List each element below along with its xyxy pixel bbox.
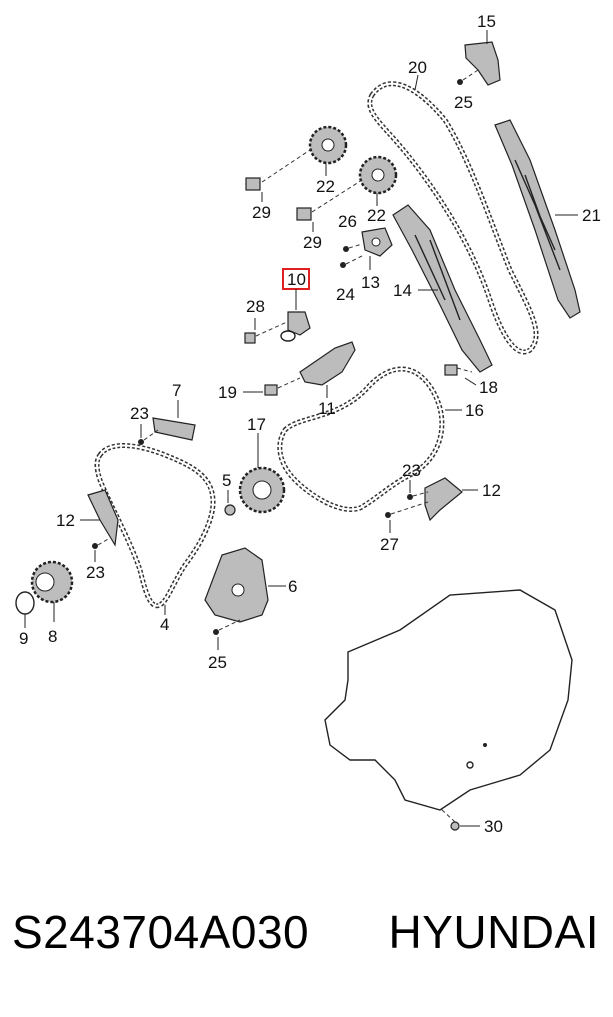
part-14-tensioner-arm — [392, 204, 493, 373]
callout-29-a: 29 — [252, 203, 271, 222]
part-8-crankshaft-sprocket — [30, 560, 74, 622]
callout-21: 21 — [582, 206, 601, 225]
callout-18: 18 — [479, 378, 498, 397]
part-24-bolt — [340, 255, 363, 268]
callout-23-c: 23 — [86, 563, 105, 582]
part-7-bracket — [152, 400, 196, 441]
callout-22-a: 22 — [316, 177, 335, 196]
callout-13: 13 — [361, 273, 380, 292]
part-10-chain-tensioner — [280, 268, 311, 342]
callout-5: 5 — [222, 471, 231, 490]
caption: S243704A030 HYUNDAI — [0, 905, 613, 985]
callout-6: 6 — [288, 577, 297, 596]
part-27-bolt — [385, 501, 429, 533]
part-5-washer — [224, 490, 236, 516]
part-13-tensioner — [361, 227, 393, 270]
part-number: S243704A030 — [12, 906, 310, 958]
part-18-bolt — [444, 364, 477, 386]
part-25-bolt-b — [213, 619, 241, 650]
part-22-camshaft-sprocket-b — [358, 155, 398, 206]
part-11-chain-guide-small — [299, 341, 356, 398]
part-29-bolt-a — [245, 149, 311, 202]
callout-4: 4 — [160, 615, 169, 634]
callout-19: 19 — [218, 383, 237, 402]
callout-10: 10 — [287, 270, 306, 289]
callout-30: 30 — [484, 817, 503, 836]
part-23-bolt-b — [92, 537, 111, 562]
part-23-bolt-c — [407, 480, 429, 500]
callout-17: 17 — [247, 415, 266, 434]
callout-27: 27 — [380, 535, 399, 554]
callout-25-top: 25 — [454, 93, 473, 112]
part-25-bolt-top — [457, 69, 479, 85]
callout-29-b: 29 — [303, 233, 322, 252]
part-17-sprocket — [238, 433, 286, 514]
part-6-oil-pump-bracket — [204, 547, 286, 623]
callout-15: 15 — [477, 12, 496, 31]
callout-11: 11 — [318, 399, 336, 418]
part-20-upper-chain — [367, 74, 539, 355]
callout-23-b: 23 — [402, 461, 421, 480]
callout-16: 16 — [465, 401, 484, 420]
callout-12-right: 12 — [482, 481, 501, 500]
part-30-bolt — [439, 807, 480, 831]
callout-12-left: 12 — [56, 511, 75, 530]
timing-chain-exploded-diagram: 15 20 25 21 22 29 22 29 26 13 24 14 10 2… — [15, 12, 601, 836]
part-23-bolt-a — [138, 424, 159, 445]
part-9-o-ring — [15, 591, 35, 628]
part-12-guide-left — [80, 489, 119, 547]
part-29-bolt-b — [296, 179, 363, 232]
part-21-chain-guide — [494, 119, 581, 319]
callout-24: 24 — [336, 285, 355, 304]
callout-8: 8 — [48, 627, 57, 646]
engine-block-outline — [324, 589, 573, 811]
callout-9: 9 — [19, 629, 28, 648]
callout-7: 7 — [172, 381, 181, 400]
part-26-bolt — [343, 243, 363, 252]
callout-14: 14 — [393, 281, 412, 300]
callout-20: 20 — [408, 58, 427, 77]
part-16-middle-chain — [277, 366, 462, 512]
part-22-camshaft-sprocket-a — [308, 125, 348, 176]
brand-name: HYUNDAI — [388, 906, 599, 958]
callout-26: 26 — [338, 212, 357, 231]
part-12-guide-right — [424, 477, 478, 522]
part-19-bolt — [243, 377, 301, 396]
callout-25-bottom: 25 — [208, 653, 227, 672]
callout-22-b: 22 — [367, 206, 386, 225]
callout-28: 28 — [246, 297, 265, 316]
part-15-bracket — [464, 30, 501, 86]
callout-23-a: 23 — [130, 404, 149, 423]
part-28-bolt — [244, 318, 288, 344]
